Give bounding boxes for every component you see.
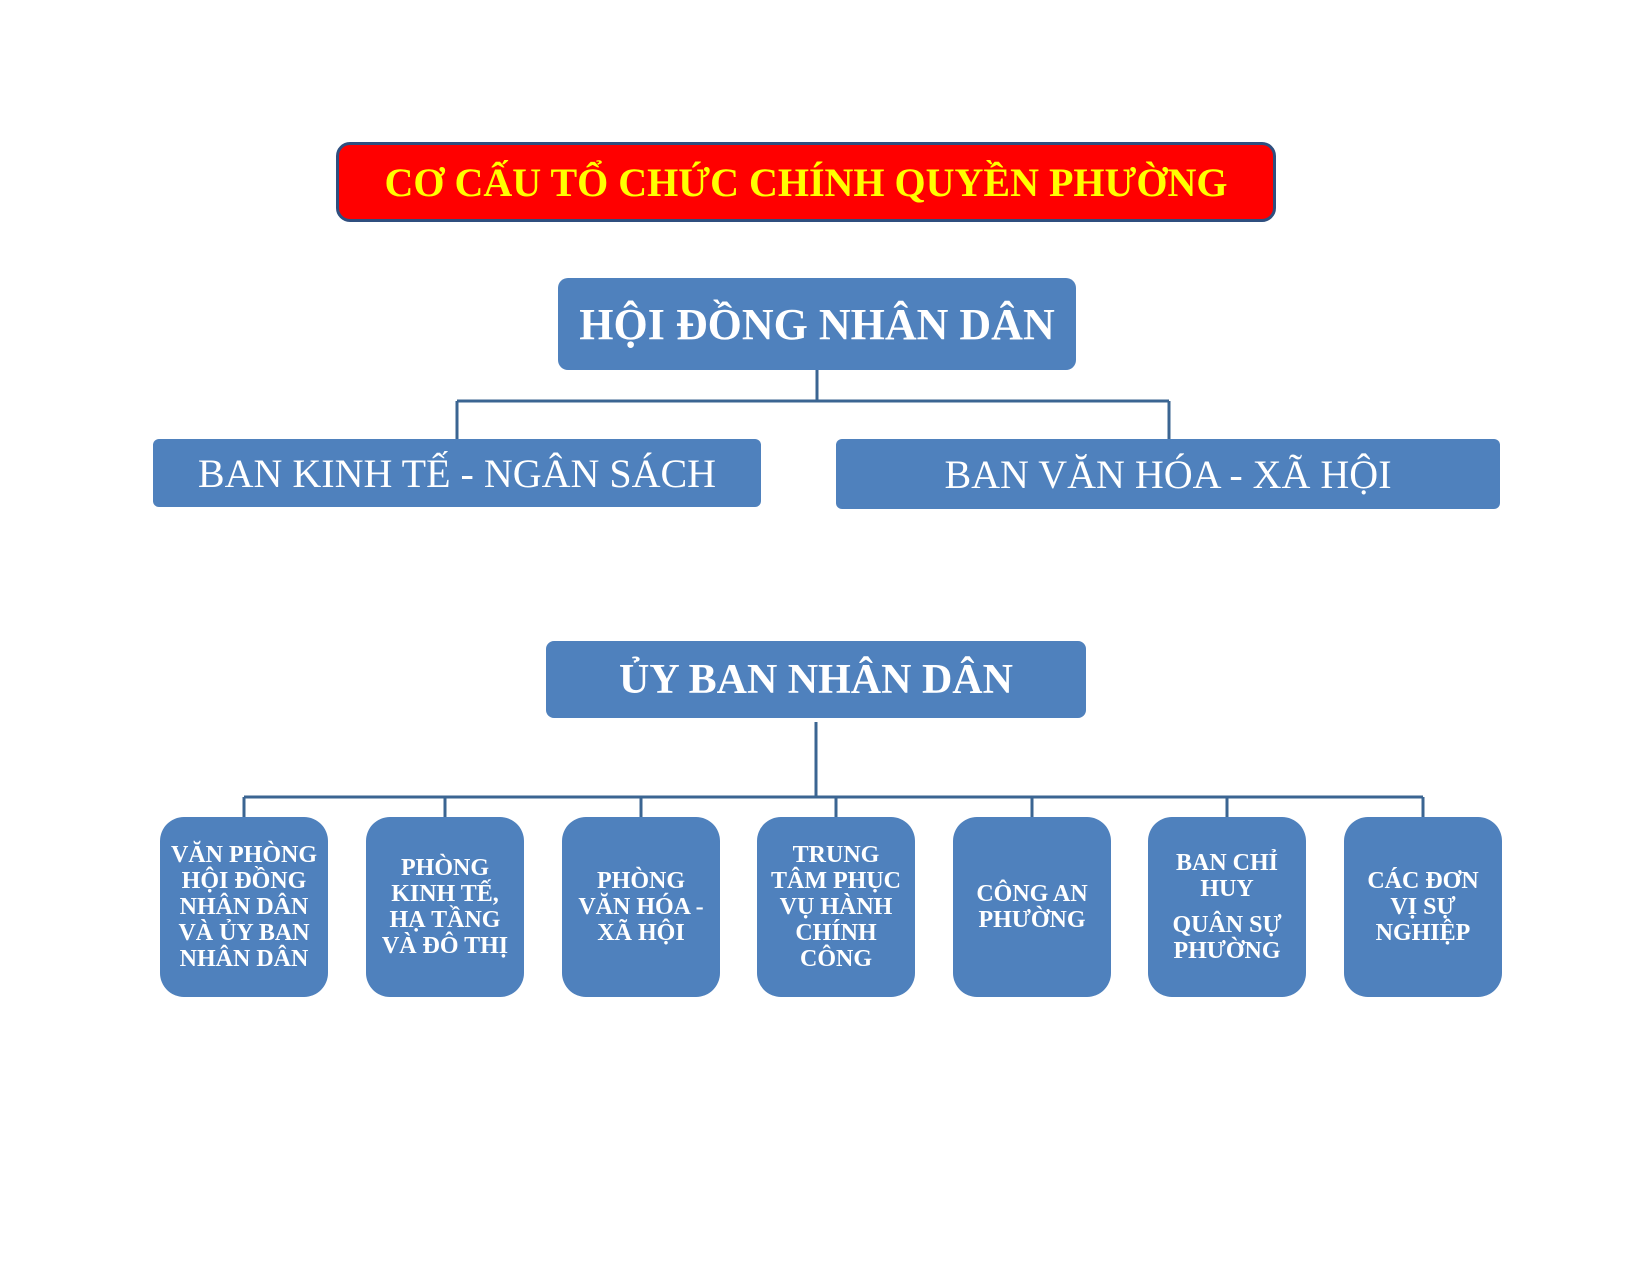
unit-line: CHÍNH bbox=[795, 920, 877, 946]
unit-line: VÀ ỦY BAN bbox=[178, 920, 310, 946]
people-committee-box: ỦY BAN NHÂN DÂN bbox=[546, 641, 1086, 718]
unit-line: CÁC ĐƠN bbox=[1367, 868, 1479, 894]
unit-police: CÔNG AN PHƯỜNG bbox=[953, 817, 1111, 997]
committee-culture-society: BAN VĂN HÓA - XÃ HỘI bbox=[836, 439, 1500, 509]
unit-line: QUÂN SỰ bbox=[1172, 912, 1282, 938]
unit-military-command: BAN CHỈ HUY QUÂN SỰ PHƯỜNG bbox=[1148, 817, 1306, 997]
unit-line: PHƯỜNG bbox=[1173, 938, 1281, 964]
unit-line: XÃ HỘI bbox=[597, 920, 685, 946]
unit-line: CÔNG AN bbox=[976, 881, 1088, 907]
unit-line: BAN CHỈ bbox=[1175, 850, 1278, 876]
unit-line: VÀ ĐÔ THỊ bbox=[381, 933, 509, 959]
chart-title: CƠ CẤU TỔ CHỨC CHÍNH QUYỀN PHƯỜNG bbox=[336, 142, 1276, 222]
unit-line: PHƯỜNG bbox=[978, 907, 1086, 933]
unit-line: HUY bbox=[1200, 876, 1254, 902]
unit-line: VỤ HÀNH bbox=[779, 894, 893, 920]
unit-line: TÂM PHỤC bbox=[771, 868, 901, 894]
unit-line: HỘI ĐỒNG bbox=[181, 868, 307, 894]
unit-line: PHÒNG bbox=[597, 868, 685, 894]
unit-line: NHÂN DÂN bbox=[179, 946, 309, 972]
committee-economy-budget: BAN KINH TẾ - NGÂN SÁCH bbox=[153, 439, 761, 507]
unit-line: NGHIỆP bbox=[1375, 920, 1471, 946]
unit-office: VĂN PHÒNG HỘI ĐỒNG NHÂN DÂN VÀ ỦY BAN NH… bbox=[160, 817, 328, 997]
unit-culture-society: PHÒNG VĂN HÓA - XÃ HỘI bbox=[562, 817, 720, 997]
unit-line: PHÒNG bbox=[401, 855, 489, 881]
unit-public-service-center: TRUNG TÂM PHỤC VỤ HÀNH CHÍNH CÔNG bbox=[757, 817, 915, 997]
unit-economy-infrastructure: PHÒNG KINH TẾ, HẠ TẦNG VÀ ĐÔ THỊ bbox=[366, 817, 524, 997]
unit-line: TRUNG bbox=[792, 842, 880, 868]
unit-line: HẠ TẦNG bbox=[389, 907, 501, 933]
unit-line: VỊ SỰ bbox=[1390, 894, 1456, 920]
unit-line: NHÂN DÂN bbox=[179, 894, 309, 920]
unit-line: VĂN HÓA - bbox=[578, 894, 704, 920]
unit-line: KINH TẾ, bbox=[391, 881, 499, 907]
unit-line: VĂN PHÒNG bbox=[171, 842, 317, 868]
council-box: HỘI ĐỒNG NHÂN DÂN bbox=[558, 278, 1076, 370]
unit-public-service-units: CÁC ĐƠN VỊ SỰ NGHIỆP bbox=[1344, 817, 1502, 997]
unit-line: CÔNG bbox=[799, 946, 872, 972]
